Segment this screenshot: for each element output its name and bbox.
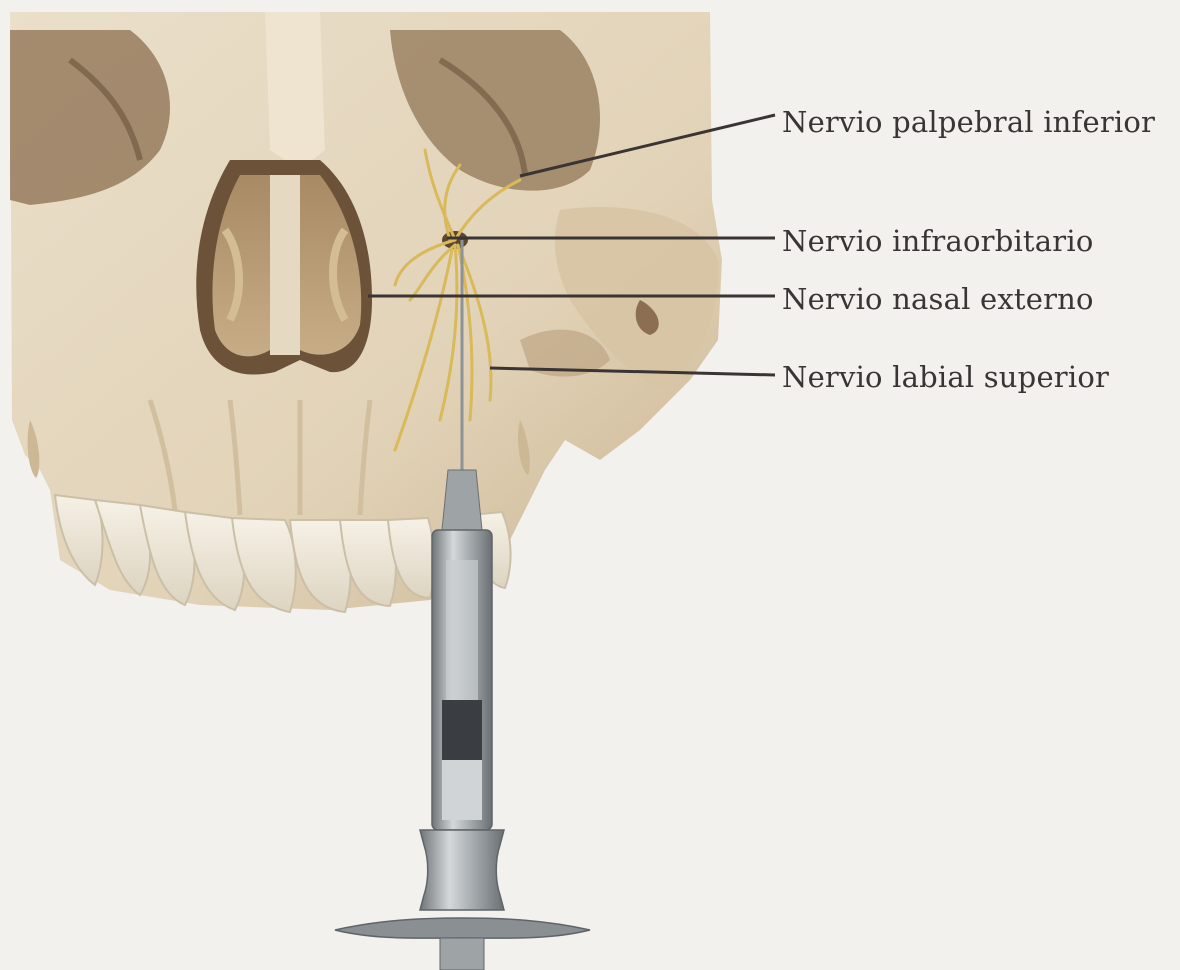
label-nervio-palpebral-inferior: Nervio palpebral inferior [782,105,1155,139]
label-nervio-labial-superior: Nervio labial superior [782,360,1109,394]
needle-hub [442,470,482,530]
label-nervio-nasal-externo: Nervio nasal externo [782,282,1094,316]
finger-grip [335,918,590,938]
label-nervio-infraorbitario: Nervio infraorbitario [782,224,1093,258]
